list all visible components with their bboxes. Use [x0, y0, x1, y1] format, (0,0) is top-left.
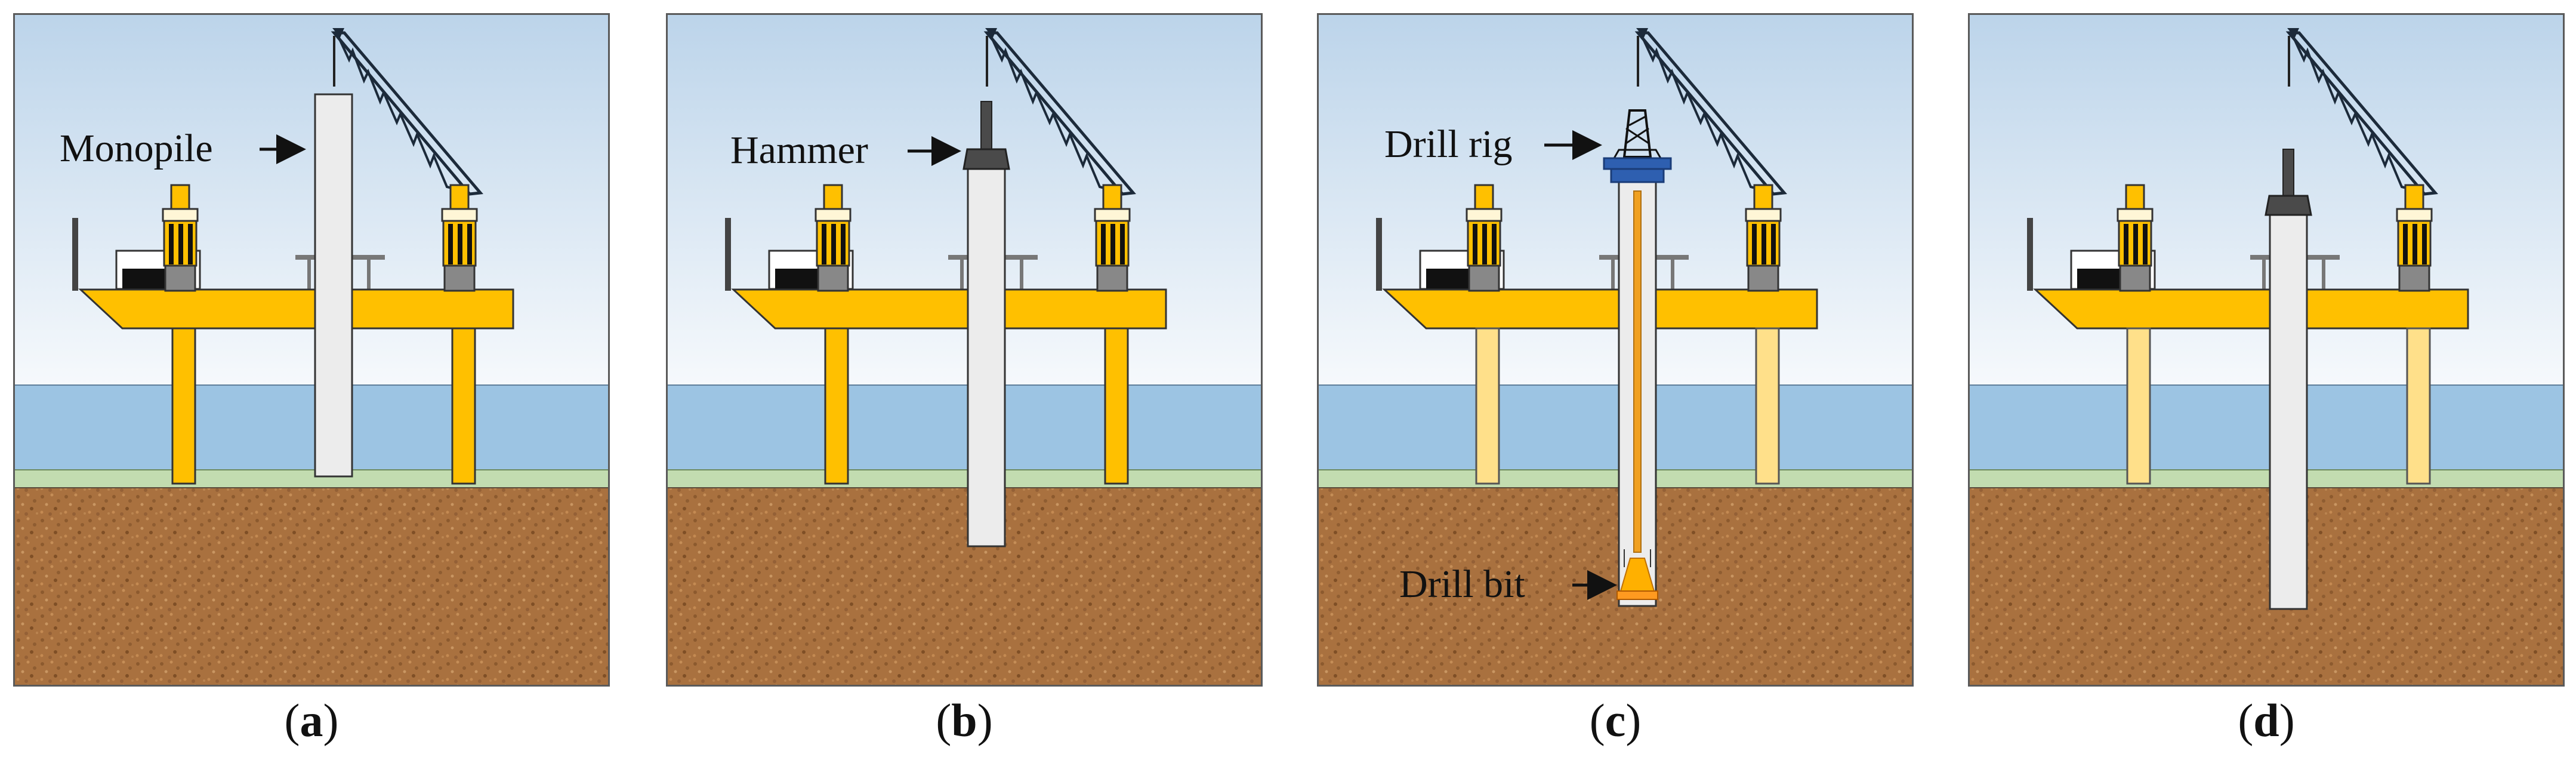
drill-rig-label: Drill rig: [1384, 122, 1512, 166]
panel-c: Drill rig Drill bit: [1317, 13, 1914, 687]
drill-bit-label: Drill bit: [1399, 562, 1525, 606]
panel-b: Hammer: [666, 13, 1263, 687]
monopile-label: Monopile: [60, 127, 213, 170]
panel-b-illustration: Hammer: [668, 15, 1261, 685]
caption-b: (b): [936, 694, 993, 746]
hammer: [962, 101, 1010, 170]
drill-string: [1633, 190, 1642, 553]
panel-d-illustration: [1970, 15, 2563, 685]
caption-d: (d): [2238, 694, 2295, 746]
panel-c-illustration: Drill rig Drill bit: [1319, 15, 1912, 685]
monopile: [967, 168, 1006, 547]
monopile: [2269, 214, 2308, 610]
caption-a: (a): [284, 694, 339, 746]
panel-a-illustration: Monopile: [15, 15, 608, 685]
panel-d: [1968, 13, 2565, 687]
hammer: [2265, 149, 2312, 216]
monopile: [314, 93, 353, 478]
caption-c: (c): [1589, 694, 1642, 746]
drill-rig: [1603, 109, 1672, 183]
panel-a: Monopile: [13, 13, 610, 687]
drill-bit: [1616, 549, 1658, 600]
hammer-label: Hammer: [730, 128, 868, 172]
